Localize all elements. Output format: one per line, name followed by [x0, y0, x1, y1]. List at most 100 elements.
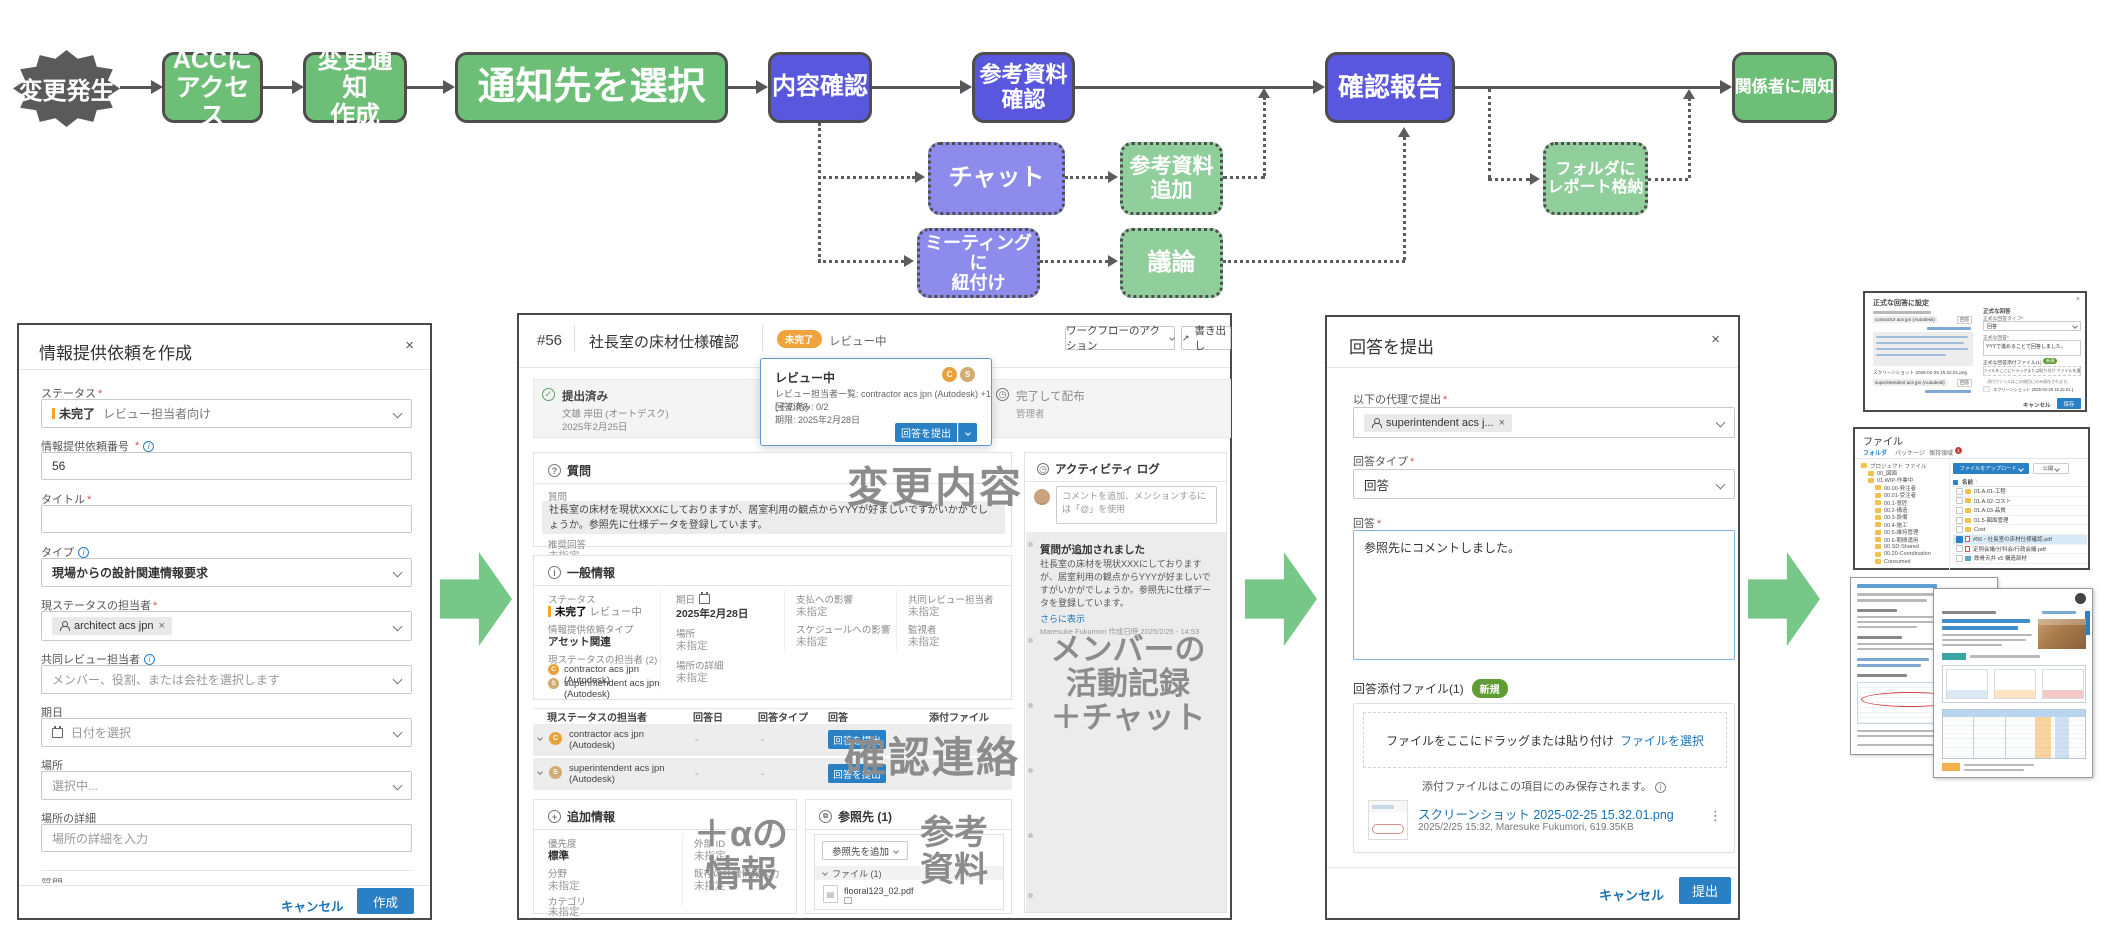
- response-textarea[interactable]: 参照先にコメントしました。: [1353, 530, 1735, 660]
- close-icon[interactable]: ×: [1711, 331, 1720, 348]
- on-behalf-chip[interactable]: superintendent acs j...×: [1364, 413, 1513, 432]
- flow-label: ミーティングに 紐付け: [925, 232, 1032, 294]
- flow-node-confirm-report: 確認報告: [1325, 52, 1455, 123]
- arrow-head-icon: [756, 80, 768, 94]
- response-type-select[interactable]: 回答: [1353, 469, 1735, 499]
- close-icon[interactable]: ×: [405, 337, 414, 354]
- flow-node-create-notice: 変更通知 作成: [303, 46, 407, 130]
- info-icon[interactable]: i: [144, 653, 155, 665]
- assignee-select[interactable]: architect acs jpn ×: [41, 611, 412, 641]
- show-more-link[interactable]: さらに表示: [1040, 614, 1086, 624]
- item-label: 00.6-期間運用: [1884, 537, 1919, 544]
- item-label: 定例会議/分科会/行政会議.pdf: [1973, 546, 2046, 553]
- divider: [41, 870, 412, 871]
- avatar: C: [548, 664, 559, 675]
- table-row[interactable]: S superintendent acs jpn (Autodesk) - - …: [533, 758, 1012, 790]
- file-row: 01.A.01-工程: [1953, 487, 2087, 497]
- assignee-chip-label: architect acs jpn: [74, 620, 154, 632]
- create-button[interactable]: 作成: [357, 888, 414, 914]
- pdf-icon: [1965, 536, 1970, 543]
- flow-node-start: 変更発生: [13, 50, 120, 127]
- submit-response-button[interactable]: 回答を提出: [895, 423, 957, 442]
- timeline-dot: [1028, 638, 1033, 643]
- submit-response-button[interactable]: 回答を提出: [828, 730, 886, 749]
- comment-input[interactable]: コメントを追加、メンションするには「@」を使用: [1056, 486, 1217, 524]
- info-icon[interactable]: i: [78, 546, 89, 558]
- item-label: 00.3-設備: [1884, 515, 1908, 522]
- avatar: S: [548, 678, 559, 689]
- arrow-head-icon: [1398, 127, 1410, 137]
- mini-select: 回答: [1983, 321, 2081, 331]
- cancel-button[interactable]: キャンセル: [281, 900, 344, 914]
- reference-file-name[interactable]: flooral123_02.pdf: [844, 886, 914, 896]
- flow-node-start-label: 変更発生: [18, 78, 115, 105]
- dialog-title: 情報提供依頼を作成: [39, 344, 192, 363]
- check-circle-icon: ✓: [542, 388, 555, 401]
- folder-tree-item: 00.SD-Shared: [1861, 543, 1945, 550]
- folder-tree-item: 00.4-施工: [1861, 521, 1945, 529]
- status-value: 未完了: [59, 407, 96, 421]
- arrow-head-icon: [292, 80, 304, 94]
- type-select[interactable]: 現場からの設計関連情報要求: [41, 558, 412, 587]
- field-value: 未指定: [908, 606, 940, 618]
- mini-select-value: 回答: [1987, 323, 1998, 330]
- mini-label: 正式な回答*: [1983, 336, 2009, 341]
- file-group-label: ファイル (1): [832, 868, 882, 879]
- chevron-down-icon: [392, 674, 403, 685]
- flow-dotted-line: [818, 260, 904, 263]
- rfi-number-input[interactable]: 56: [41, 452, 412, 480]
- info-icon[interactable]: i: [143, 440, 155, 452]
- on-behalf-label: 以下の代理で提出: [1353, 394, 1441, 406]
- chevron-down-icon: [893, 847, 899, 854]
- file-row: 01.A.02-コスト: [1953, 497, 2087, 507]
- references-card: 参照先を追加 ファイル (1) ▤ flooral123_02.pdf: [814, 834, 1004, 910]
- location-detail-input[interactable]: 場所の詳細を入力: [41, 824, 412, 852]
- remove-icon[interactable]: ×: [158, 620, 165, 632]
- comment-icon[interactable]: [844, 897, 852, 904]
- submit-response-dropdown[interactable]: [958, 423, 977, 442]
- table-row[interactable]: C contractor acs jpn (Autodesk) - - 回答を提…: [533, 724, 1012, 756]
- mini-upload-button: ファイルをアップロード: [1953, 463, 2029, 474]
- workflow-actions-button[interactable]: ワークフローのアクション: [1065, 325, 1175, 352]
- field-label: 監視者: [908, 625, 937, 636]
- folder-icon: [1875, 500, 1881, 506]
- folder-icon: [1965, 517, 1971, 523]
- arrow-head-icon: [960, 80, 972, 94]
- arrow-head-icon: [1108, 171, 1118, 183]
- add-reference-button[interactable]: 参照先を追加: [822, 841, 908, 860]
- assignee-chip[interactable]: architect acs jpn ×: [52, 617, 172, 635]
- field-value: アセット関連: [548, 636, 611, 648]
- kebab-menu-icon[interactable]: ⋮: [1709, 808, 1722, 823]
- due-date-select[interactable]: 日付を選択: [41, 718, 412, 747]
- on-behalf-select[interactable]: superintendent acs j...×: [1353, 407, 1735, 438]
- submit-button[interactable]: 提出: [1679, 877, 1731, 904]
- location-select[interactable]: 選択中...: [41, 771, 412, 800]
- select-file-link[interactable]: ファイルを選択: [1620, 733, 1705, 748]
- divider: [784, 590, 785, 650]
- column-header: 回答タイプ: [758, 713, 808, 724]
- item-label: 鉄骨天井 v5 構造部材: [1974, 556, 2027, 563]
- table-header-row: 現ステータスの担当者 回答日 回答タイプ 回答 添付ファイル: [533, 708, 1012, 724]
- file-group-row[interactable]: ファイル (1): [815, 866, 1003, 880]
- submit-response-button[interactable]: 回答を提出: [828, 764, 886, 783]
- cell-value: -: [761, 768, 765, 780]
- status-select[interactable]: 未完了 レビュー担当者向け: [41, 399, 412, 428]
- cancel-button[interactable]: キャンセル: [1599, 888, 1665, 903]
- text-bar: [1873, 311, 1931, 314]
- chevron-down-icon[interactable]: [537, 769, 543, 775]
- remove-icon[interactable]: ×: [1498, 416, 1506, 429]
- type-label: タイプ: [41, 547, 74, 559]
- column-header: 添付ファイル: [929, 713, 989, 724]
- file-dropzone[interactable]: ファイルをここにドラッグまたは貼り付け ファイルを選択: [1363, 712, 1727, 768]
- folder-icon: [1965, 527, 1971, 533]
- new-badge: 新規: [1471, 679, 1508, 698]
- info-icon[interactable]: i: [1654, 782, 1666, 793]
- references-section: ⧉参照先 (1) 参照先を追加 ファイル (1) ▤ flooral123_02…: [805, 799, 1012, 914]
- co-reviewer-select[interactable]: メンバー、役割、または会社を選択します: [41, 665, 412, 694]
- attached-file-name[interactable]: スクリーンショット 2025-02-25 15.32.01.png: [1418, 808, 1674, 822]
- export-button[interactable]: ↗書き出し: [1181, 325, 1231, 352]
- title-input[interactable]: [41, 505, 412, 533]
- manager-name: superintendent acs jpn (Autodesk): [564, 678, 660, 700]
- chevron-down-icon[interactable]: [537, 735, 543, 741]
- clipped-section-label: 質問: [41, 875, 63, 883]
